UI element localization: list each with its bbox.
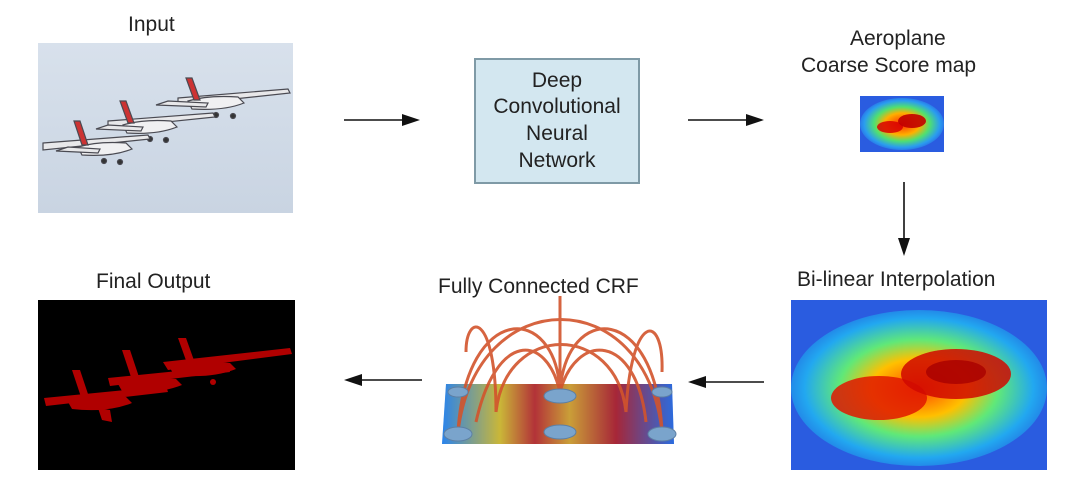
airplane-icon — [155, 77, 291, 120]
input-image — [38, 43, 293, 213]
final-output-image — [38, 300, 295, 470]
coarse-score-subtitle: Coarse Score map — [801, 54, 977, 77]
dcnn-box: Deep Convolutional Neural Network — [474, 58, 640, 184]
coarse-score-map — [860, 96, 944, 152]
final-output-label: Final Output — [96, 270, 211, 293]
bilinear-heatmap — [791, 300, 1047, 470]
arrow-right-icon — [688, 114, 764, 126]
arrow-left-icon — [688, 376, 764, 388]
airplane-icon — [42, 120, 151, 166]
crf-label: Fully Connected CRF — [438, 275, 639, 298]
arrow-left-icon — [344, 374, 422, 386]
airplane-icon — [95, 100, 216, 144]
crf-illustration — [436, 292, 682, 452]
coarse-score-title: Aeroplane — [850, 27, 946, 50]
input-label: Input — [128, 13, 175, 36]
arrow-down-icon — [898, 182, 910, 256]
arrow-right-icon — [344, 114, 420, 126]
dcnn-label: Deep Convolutional Neural Network — [493, 68, 621, 172]
bilinear-label: Bi-linear Interpolation — [797, 268, 996, 291]
